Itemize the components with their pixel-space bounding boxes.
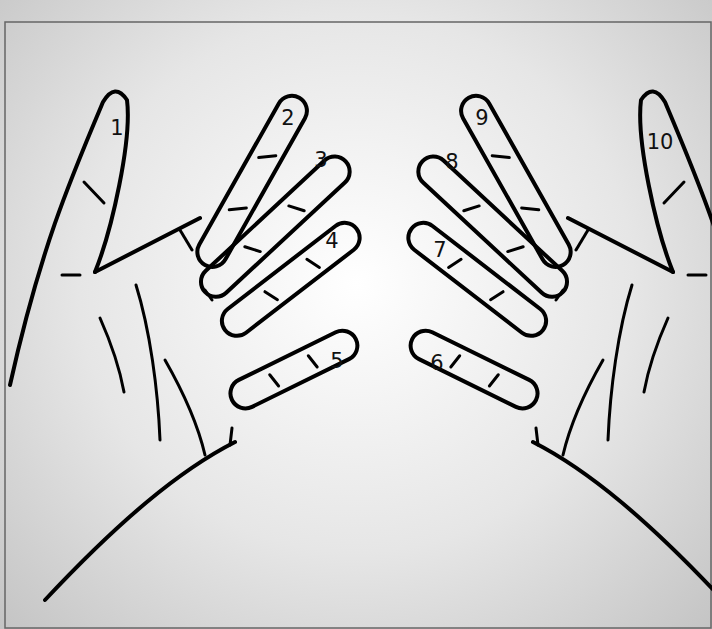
callout-number: 3 [314,150,327,171]
callout-number: 7 [433,240,446,261]
callout-number: 10 [647,132,674,153]
callout-number: 8 [445,152,458,173]
callout-number: 6 [430,353,443,374]
right-hand [402,90,712,600]
callout-number: 5 [330,351,343,372]
frame [5,22,711,628]
callout-number: 4 [325,231,338,252]
callout-number: 9 [475,108,488,129]
callout-number: 1 [110,118,123,139]
left-hand [10,90,366,600]
callout-number: 2 [281,108,294,129]
